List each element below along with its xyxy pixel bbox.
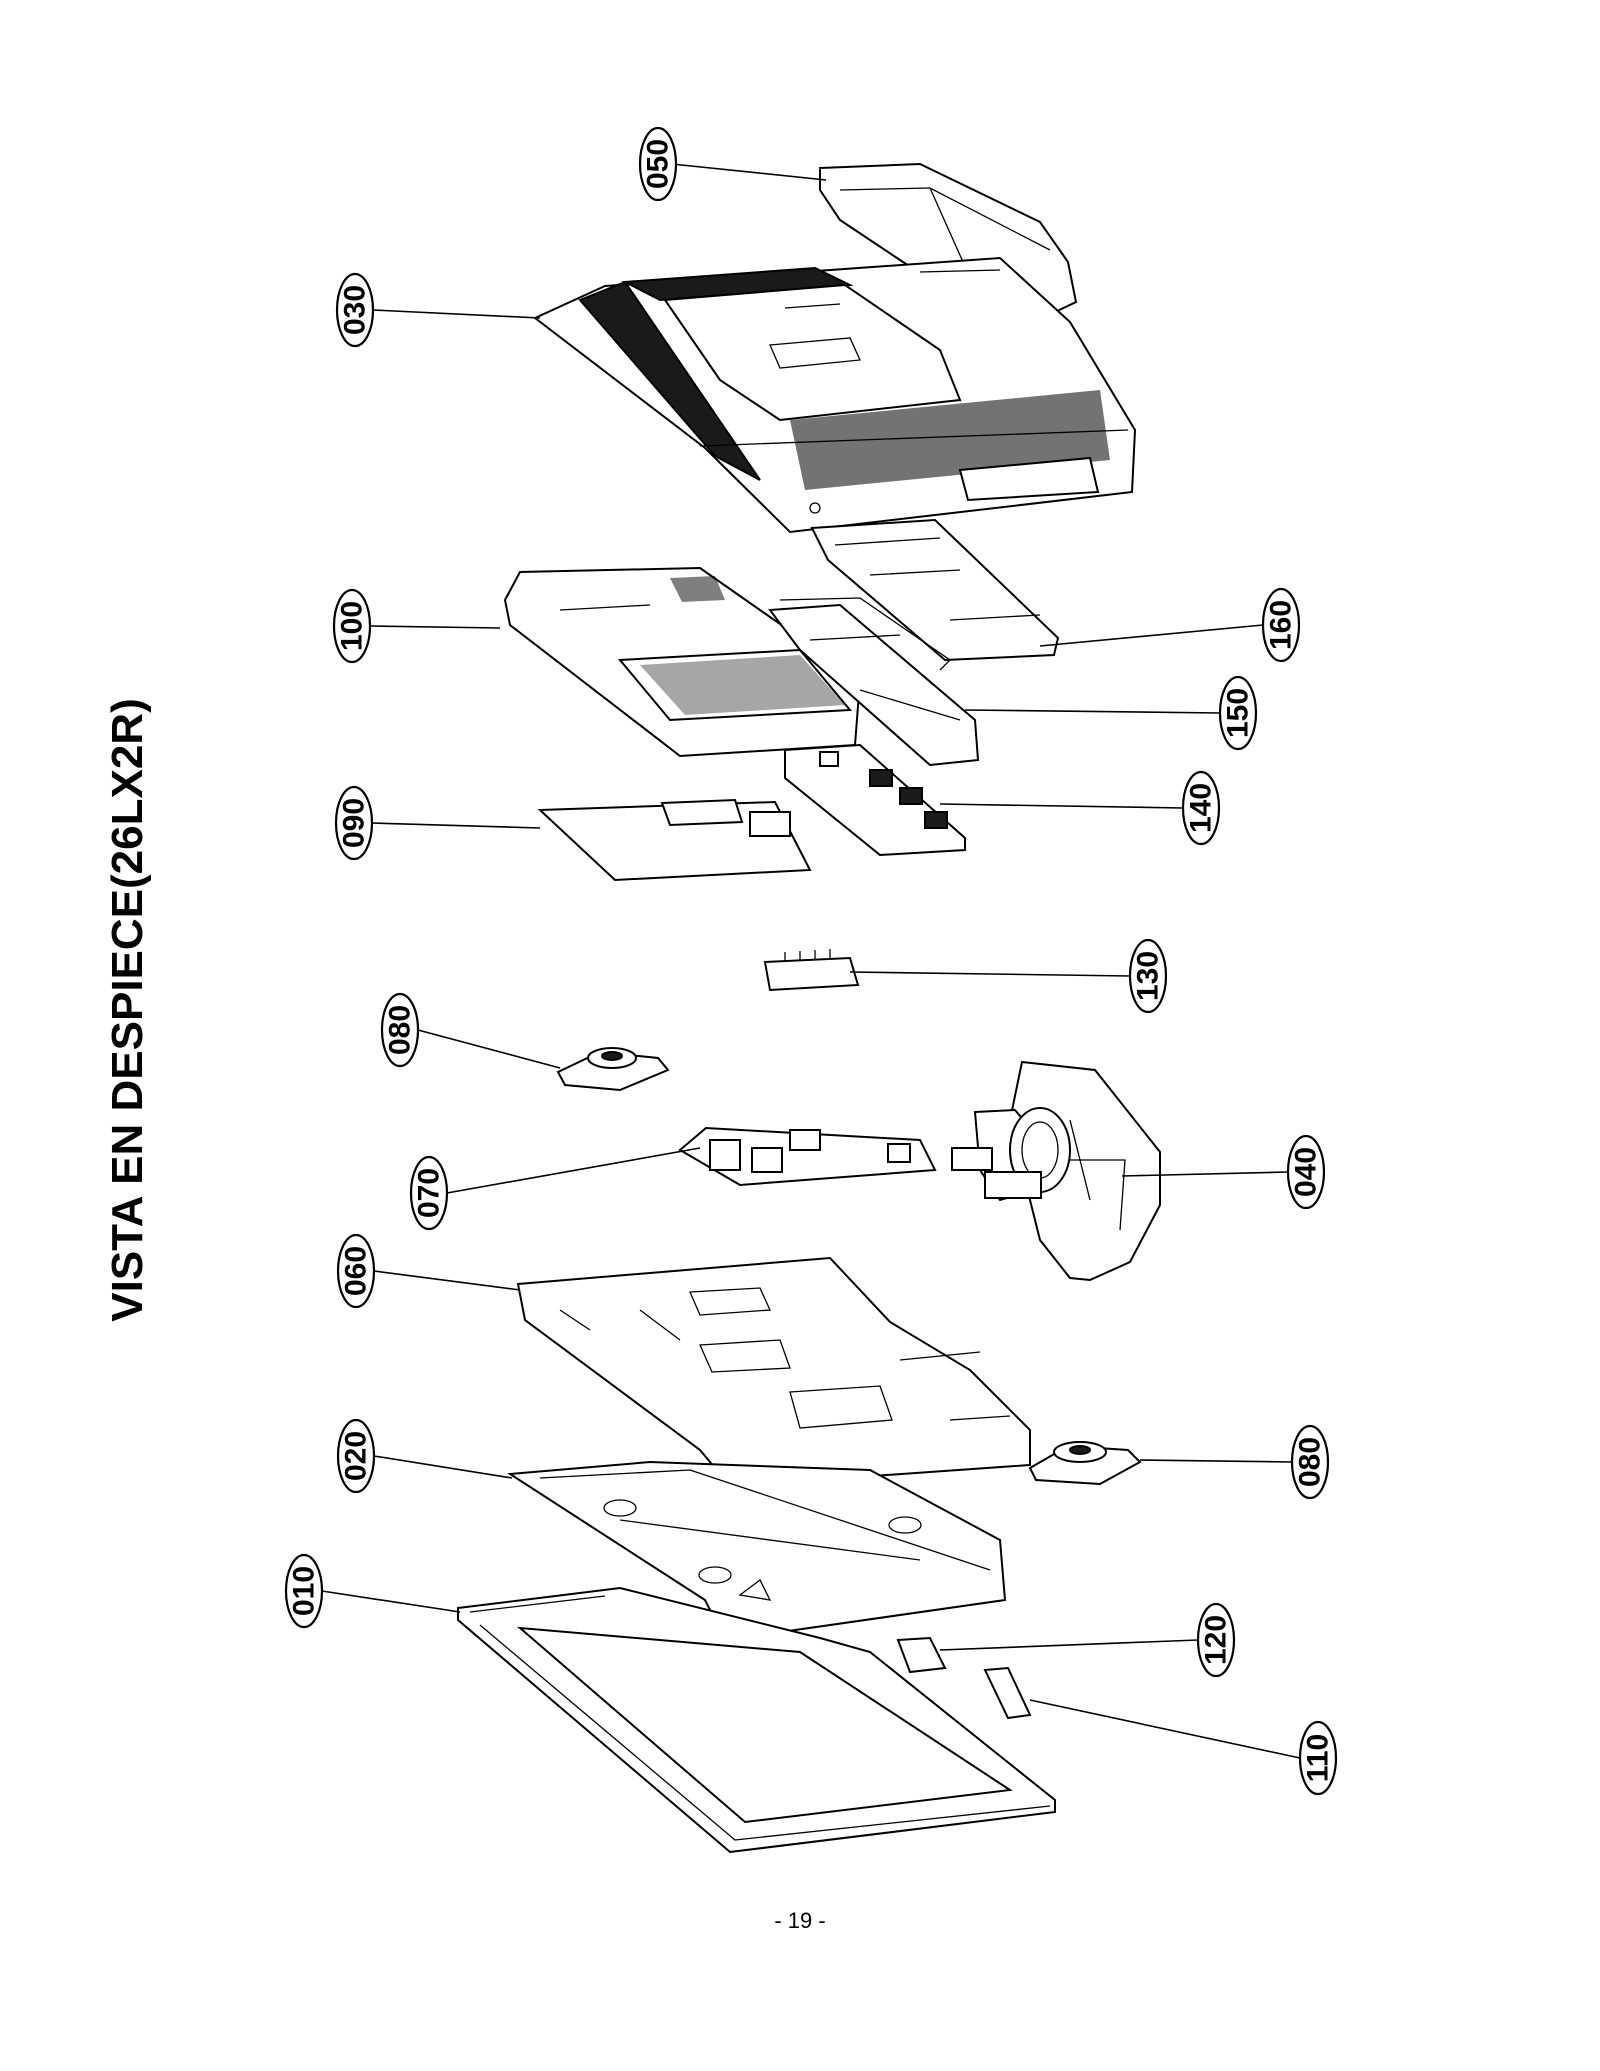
part-020-backlight-chassis: [507, 1460, 1007, 1642]
callout-150-label: 150: [1222, 688, 1255, 738]
leader-lines: [321, 163, 1301, 1759]
callout-030-label: 030: [339, 285, 372, 335]
callout-070: 070: [409, 1155, 449, 1231]
callout-040-label: 040: [1290, 1147, 1323, 1197]
part-130-small-board: [763, 949, 860, 992]
callout-020-label: 020: [340, 1431, 373, 1481]
part-120-small-board: [896, 1636, 947, 1674]
part-080-speaker-upper: [556, 1047, 670, 1092]
callout-110-label: 110: [1302, 1734, 1335, 1782]
callout-150: 150: [1218, 675, 1258, 751]
part-030-back-cover: [533, 256, 1137, 534]
callout-130-label: 130: [1132, 951, 1165, 1001]
callout-110: 110: [1298, 1720, 1338, 1796]
callout-090-label: 090: [338, 798, 371, 848]
callout-100: 100: [332, 588, 372, 664]
callout-120-label: 120: [1200, 1615, 1233, 1665]
part-080-speaker-lower: [1028, 1441, 1142, 1486]
callout-080-upper-label: 080: [384, 1005, 417, 1055]
callout-010: 010: [284, 1553, 324, 1629]
callout-140-label: 140: [1185, 783, 1218, 833]
part-150-bracket: [768, 603, 980, 767]
callout-010-label: 010: [288, 1566, 321, 1616]
part-140-circuit-board: [784, 743, 966, 857]
part-160-bracket: [810, 518, 1060, 662]
part-110-small-plate: [983, 1666, 1032, 1720]
callout-070-label: 070: [413, 1168, 446, 1218]
part-040-stand: [951, 1060, 1161, 1282]
callout-040: 040: [1286, 1134, 1326, 1210]
callout-100-label: 100: [336, 601, 369, 651]
part-100-shield-cover: [503, 566, 952, 758]
callout-140: 140: [1181, 770, 1221, 846]
part-060-chassis-frame: [516, 1256, 1031, 1488]
shield-perforation: [640, 576, 845, 715]
callout-080-lower-label: 080: [1294, 1437, 1327, 1487]
part-070-main-board: [678, 1126, 937, 1187]
callout-050: 050: [638, 126, 678, 202]
callout-080-lower: 080: [1290, 1424, 1330, 1500]
callout-090: 090: [334, 785, 374, 861]
callout-060: 060: [336, 1233, 376, 1309]
callout-050-label: 050: [642, 139, 675, 189]
page-number: - 19 -: [774, 1908, 826, 1933]
callout-020: 020: [336, 1418, 376, 1494]
callout-120: 120: [1196, 1602, 1236, 1678]
callout-160: 160: [1261, 587, 1301, 663]
callout-060-label: 060: [340, 1246, 373, 1296]
callout-160-label: 160: [1265, 600, 1298, 650]
part-090-circuit-board: [537, 798, 812, 882]
callout-080-upper: 080: [380, 992, 420, 1068]
part-010-front-bezel: [457, 1586, 1056, 1854]
callout-030: 030: [335, 272, 375, 348]
callout-130: 130: [1128, 938, 1168, 1014]
